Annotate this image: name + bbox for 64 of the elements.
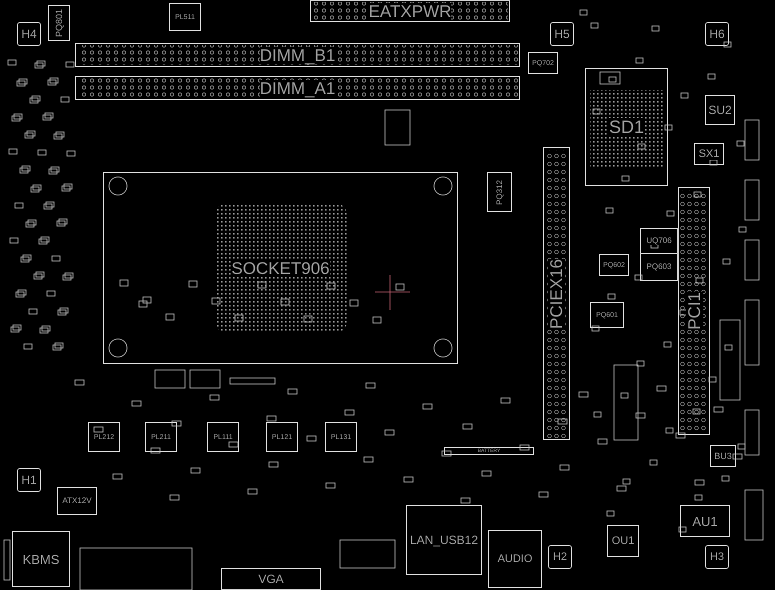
reference-designator: H2 — [552, 552, 568, 562]
slot-footprint — [75, 43, 520, 67]
mounting-hole — [17, 22, 41, 46]
chip-footprint — [585, 68, 668, 186]
connector-footprint — [310, 0, 510, 22]
slot-footprint — [75, 76, 520, 100]
reference-designator: SD1 — [608, 118, 644, 136]
slot-footprint — [678, 187, 710, 435]
slot-footprint — [543, 147, 570, 440]
reference-designator: AUDIO — [498, 554, 532, 564]
inductor-footprint — [487, 172, 512, 212]
reference-designator: SOCKET906 — [231, 260, 330, 276]
reference-designator: DIMM_B1 — [260, 46, 336, 64]
chip-footprint — [680, 505, 730, 537]
reference-designator: ATX12V — [62, 497, 92, 505]
inductor-footprint — [207, 422, 239, 452]
reference-designator: H3 — [710, 552, 724, 562]
reference-designator: H6 — [709, 28, 725, 40]
connector-footprint — [57, 487, 97, 515]
mounting-hole — [550, 22, 574, 46]
reference-designator: OU1 — [612, 536, 634, 546]
reference-designator: UQ706 — [646, 237, 672, 245]
reference-designator: H5 — [554, 28, 570, 40]
cpu-socket-footprint — [103, 172, 458, 364]
inductor-footprint — [145, 422, 177, 452]
chip-footprint — [694, 143, 724, 165]
reference-designator: DIMM_A1 — [260, 80, 336, 96]
inductor-footprint — [590, 302, 624, 328]
inductor-footprint — [48, 5, 70, 41]
inductor-footprint — [325, 422, 357, 452]
reference-designator: BU3 — [714, 452, 732, 460]
inductor-footprint — [169, 3, 201, 31]
mounting-hole — [548, 545, 572, 569]
inductor-footprint — [640, 253, 678, 281]
connector-footprint — [488, 530, 542, 588]
reference-designator: EATXPWR — [368, 2, 452, 20]
reference-designator: KBMS — [22, 552, 60, 566]
inductor-footprint — [266, 422, 298, 452]
inductor-footprint — [88, 422, 120, 452]
chip-footprint — [710, 445, 736, 467]
reference-designator: PQ801 — [54, 8, 64, 38]
inductor-footprint — [444, 447, 534, 455]
inductor-footprint — [640, 228, 678, 254]
chip-footprint — [705, 95, 735, 125]
mounting-hole — [705, 545, 729, 569]
connector-footprint — [221, 568, 321, 590]
reference-designator: PCI1 — [686, 292, 702, 330]
reference-designator: PQ312 — [496, 180, 504, 204]
reference-designator: H4 — [21, 28, 37, 40]
reference-designator: SU2 — [708, 104, 732, 116]
connector-footprint — [406, 505, 482, 575]
reference-designator: SX1 — [698, 148, 720, 160]
reference-designator: PQ603 — [646, 263, 672, 271]
mounting-hole — [705, 22, 729, 46]
reference-designator: PCIEX16 — [548, 258, 565, 328]
reference-designator: VGA — [258, 573, 284, 585]
reference-designator: LAN_USB12 — [410, 534, 478, 546]
mounting-hole — [17, 468, 41, 492]
inductor-footprint — [528, 52, 558, 74]
connector-footprint — [12, 531, 70, 587]
chip-footprint — [607, 525, 639, 557]
reference-designator: H1 — [21, 474, 37, 486]
reference-designator: AU1 — [692, 514, 718, 528]
inductor-footprint — [599, 254, 629, 276]
